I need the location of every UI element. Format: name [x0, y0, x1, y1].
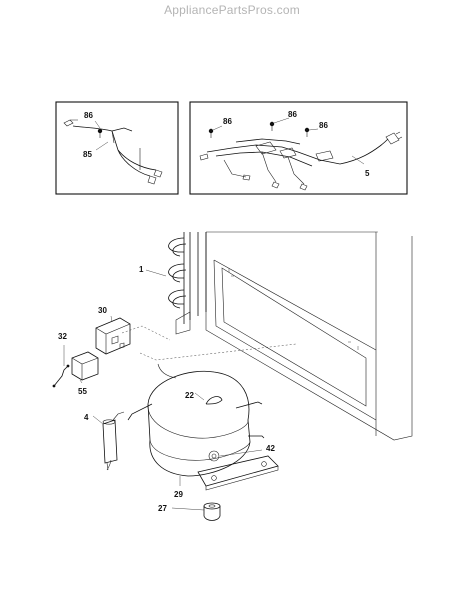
filter-drier: [102, 411, 125, 471]
watermark-text: AppliancePartsPros.com: [164, 3, 300, 17]
callout-55: 55: [78, 387, 87, 396]
compressor: [127, 363, 279, 491]
callout-86: 86: [288, 110, 297, 119]
callout-27: 27: [158, 504, 167, 513]
callout-32: 32: [58, 332, 67, 341]
overload: [71, 351, 99, 381]
callout-86: 86: [84, 111, 93, 120]
screw-icon: [269, 121, 275, 131]
screw-icon: [97, 128, 103, 138]
callout-30: 30: [98, 306, 107, 315]
harness-box-left: [55, 101, 179, 195]
screw-icon: [208, 128, 214, 138]
callout-1: 1: [139, 265, 144, 274]
screw-icon: [304, 127, 310, 137]
wire-clip: [52, 364, 70, 388]
callout-5: 5: [365, 169, 370, 178]
callout-22: 22: [185, 391, 194, 400]
mount-grommet: [203, 502, 221, 521]
condenser-coil: [168, 232, 207, 335]
callout-86: 86: [319, 121, 328, 130]
callout-4: 4: [84, 413, 89, 422]
callout-29: 29: [174, 490, 183, 499]
harness-box-right: [189, 101, 408, 195]
callout-85: 85: [83, 150, 92, 159]
callout-42: 42: [266, 444, 275, 453]
cabinet: [205, 231, 413, 441]
relay: [95, 317, 131, 355]
callout-86: 86: [223, 117, 232, 126]
